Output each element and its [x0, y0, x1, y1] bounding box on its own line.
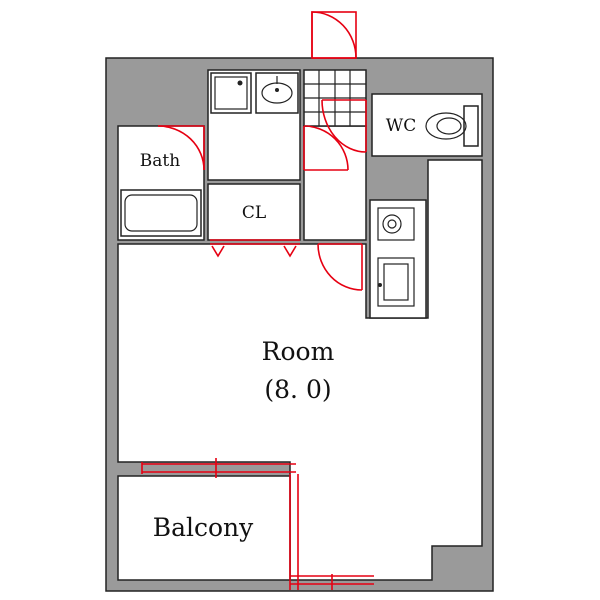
room-floor: [117, 159, 483, 581]
doors: [141, 11, 374, 590]
fixtures: [120, 72, 479, 319]
shower-icon: [210, 72, 252, 114]
toilet-icon: [425, 105, 479, 147]
wc-door[interactable]: [321, 99, 367, 153]
entrance-door[interactable]: [311, 11, 357, 59]
bath-label: Bath: [140, 151, 180, 171]
kitchen-counter: [369, 199, 427, 319]
wc-label: WC: [386, 116, 416, 136]
sink-icon: [255, 72, 299, 114]
room-size-label: (8. 0): [264, 375, 331, 404]
closet-sliding-door[interactable]: [210, 239, 300, 258]
corridor-floor: [303, 125, 367, 241]
balcony-window-side[interactable]: [289, 474, 299, 590]
entry-tiles: [304, 70, 366, 126]
labels: Bath CL WC Room (8. 0) Balcony: [140, 116, 416, 542]
kitchen-sink-icon: [377, 257, 415, 307]
closet-label: CL: [242, 203, 266, 223]
bathtub-icon: [120, 189, 202, 237]
floor-areas: [117, 69, 483, 581]
balcony-window-top[interactable]: [141, 458, 296, 478]
room-label: Room: [262, 337, 335, 366]
room-door[interactable]: [317, 243, 363, 291]
washroom-door[interactable]: [303, 125, 349, 171]
bottom-window[interactable]: [290, 574, 374, 590]
stove-icon: [377, 207, 415, 241]
bath-door[interactable]: [157, 125, 205, 171]
balcony-label: Balcony: [153, 513, 254, 542]
